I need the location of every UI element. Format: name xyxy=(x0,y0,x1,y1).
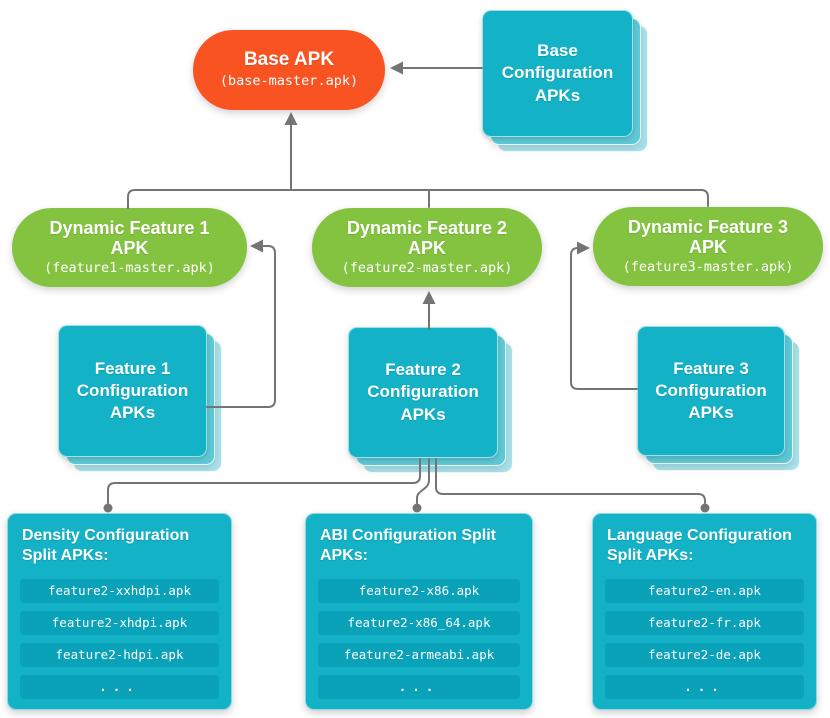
feature2-subtitle: APK xyxy=(407,238,446,259)
base-config-label-line1: Base xyxy=(537,41,578,61)
feature2-filename: (feature2-master.apk) xyxy=(341,260,513,277)
apk-row: feature2-xxhdpi.apk xyxy=(20,579,219,603)
arrowhead-up-icon xyxy=(422,291,436,304)
feature2-config-line3: APKs xyxy=(400,404,446,424)
dynamic-feature-1-node: Dynamic Feature 1 APK (feature1-master.a… xyxy=(12,208,247,287)
connector-split-bar xyxy=(127,189,709,209)
feature1-config-apks-card: Feature 1 Configuration APKs xyxy=(58,325,207,457)
language-split-apks-box: Language Configuration Split APKs: featu… xyxy=(592,513,817,710)
feature2-config-apks-card: Feature 2 Configuration APKs xyxy=(348,327,498,458)
arrowhead-left-icon xyxy=(390,61,403,75)
junction-dot xyxy=(412,503,422,513)
base-config-label-line3: APKs xyxy=(534,85,581,105)
language-split-heading: Language Configuration Split APKs: xyxy=(607,527,792,564)
apk-row: feature2-x86.apk xyxy=(318,579,520,603)
dynamic-feature-3-node: Dynamic Feature 3 APK (feature3-master.a… xyxy=(593,207,823,286)
apk-row: feature2-hdpi.apk xyxy=(20,643,219,667)
feature1-config-line3: APKs xyxy=(109,403,156,423)
feature1-filename: (feature1-master.apk) xyxy=(44,260,215,277)
feature3-config-apks-node: Feature 3 Configuration APKs xyxy=(637,326,800,471)
feature3-filename: (feature3-master.apk) xyxy=(622,259,794,276)
apk-row-ellipsis: ... xyxy=(20,675,219,699)
apk-row: feature2-armeabi.apk xyxy=(318,643,520,667)
base-apk-node: Base APK (base-master.apk) xyxy=(193,30,385,110)
feature3-config-line3: APKs xyxy=(688,403,734,423)
feature3-config-apks-card: Feature 3 Configuration APKs xyxy=(637,326,785,456)
apk-row: feature2-de.apk xyxy=(605,643,804,667)
feature3-config-line2: Configuration xyxy=(655,380,767,400)
arrowhead-left-icon xyxy=(250,239,263,253)
feature2-config-line1: Feature 2 xyxy=(385,360,461,380)
feature3-subtitle: APK xyxy=(688,237,727,258)
base-config-apks-node: Base Configuration APKs xyxy=(482,10,648,152)
density-split-apks-box: Density Configuration Split APKs: featur… xyxy=(7,513,232,710)
feature1-config-apks-node: Feature 1 Configuration APKs xyxy=(58,325,222,472)
feature1-subtitle: APK xyxy=(110,238,149,259)
apk-row: feature2-fr.apk xyxy=(605,611,804,635)
abi-split-apks-box: ABI Configuration Split APKs: feature2-x… xyxy=(305,513,533,710)
feature2-title: Dynamic Feature 2 xyxy=(346,217,508,238)
feature1-config-line1: Feature 1 xyxy=(94,358,171,378)
apk-row: feature2-x86_64.apk xyxy=(318,611,520,635)
junction-dot xyxy=(103,503,113,513)
apk-row: feature2-xhdpi.apk xyxy=(20,611,219,635)
base-apk-title: Base APK xyxy=(243,49,335,71)
base-config-label-line2: Configuration xyxy=(501,63,614,83)
apk-row-ellipsis: ... xyxy=(605,675,804,699)
density-split-heading: Density Configuration Split APKs: xyxy=(22,527,190,564)
feature3-title: Dynamic Feature 3 xyxy=(627,216,789,237)
junction-dot xyxy=(700,503,710,513)
feature2-config-line2: Configuration xyxy=(367,382,479,402)
feature1-config-line2: Configuration xyxy=(76,380,189,400)
arrowhead-right-icon xyxy=(577,241,590,255)
base-apk-filename: (base-master.apk) xyxy=(219,73,359,90)
abi-split-heading: ABI Configuration Split APKs: xyxy=(320,527,496,564)
apk-row: feature2-en.apk xyxy=(605,579,804,603)
feature2-config-apks-node: Feature 2 Configuration APKs xyxy=(348,327,513,473)
feature1-title: Dynamic Feature 1 xyxy=(49,217,210,238)
apk-row-ellipsis: ... xyxy=(318,675,520,699)
base-config-apks-card: Base Configuration APKs xyxy=(482,10,633,137)
arrowhead-up-icon xyxy=(284,112,298,125)
feature3-config-line1: Feature 3 xyxy=(673,358,749,378)
dynamic-feature-2-node: Dynamic Feature 2 APK (feature2-master.a… xyxy=(312,208,542,287)
